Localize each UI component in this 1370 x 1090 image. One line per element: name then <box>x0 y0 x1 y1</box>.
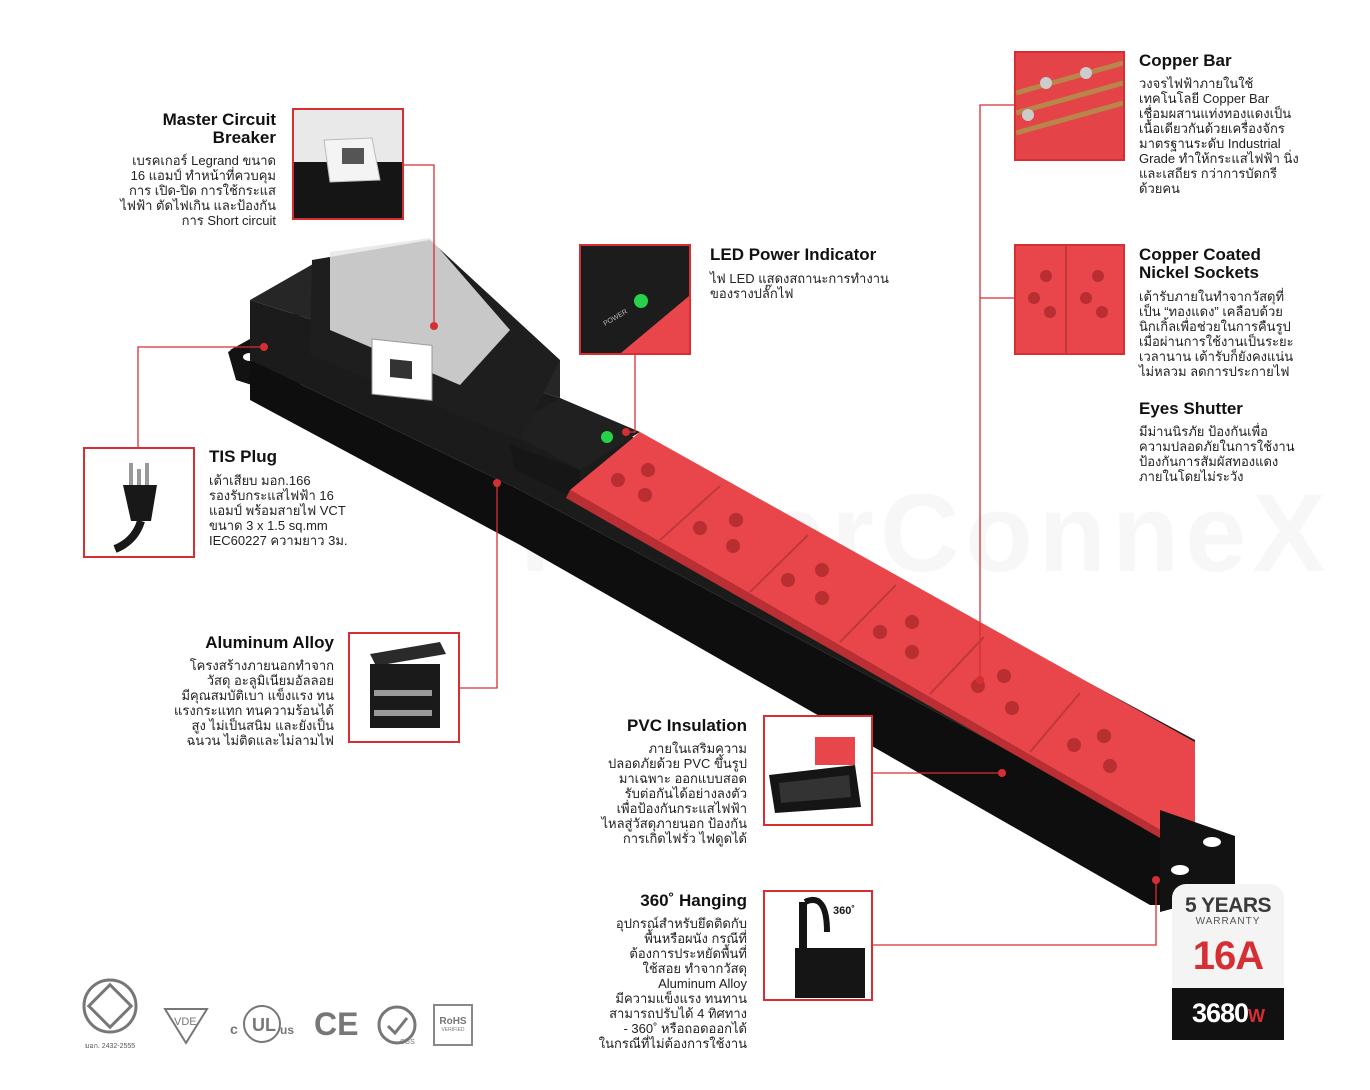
led-indicator <box>601 431 613 443</box>
leader-dots <box>260 322 1160 884</box>
ul-cert: UL c us <box>228 1002 298 1046</box>
led-desc: ไฟ LED แสดงสถานะการทำงาน ของรางปลั๊กไฟ <box>710 271 889 301</box>
ul-us-text: us <box>280 1023 294 1037</box>
ul-c-text: c <box>230 1021 238 1037</box>
amp-rating: 16A <box>1192 934 1264 978</box>
watt-value: 3680 <box>1191 998 1249 1028</box>
sockets-title: Copper Coated Nickel Sockets <box>1139 245 1261 282</box>
tis-plug-title: TIS Plug <box>209 447 277 466</box>
ul-cert-icon: UL c us <box>230 1005 294 1043</box>
aluminum-title: Aluminum Alloy <box>205 633 334 652</box>
copper-bar-title: Copper Bar <box>1139 51 1232 70</box>
aluminum-desc: โครงสร้างภายนอกทำจาก วัสดุ อะลูมิเนียมอั… <box>174 658 334 748</box>
led-photo: POWER <box>603 294 689 353</box>
tis-plug-inset <box>83 447 195 558</box>
breaker-housing <box>310 238 560 440</box>
led-title: LED Power Indicator <box>710 245 877 264</box>
ce-cert: CE <box>314 1006 359 1042</box>
led-inset: POWER <box>579 244 691 355</box>
master-breaker-desc: เบรคเกอร์ Legrand ขนาด 16 แอมป์ ทำหน้าที… <box>120 153 276 228</box>
tis-cert-code: มอก. 2432-2555 <box>84 1043 136 1050</box>
socket-separators <box>659 485 1081 753</box>
hanging-desc: อุปกรณ์สำหรับยึดติดกับ พื้นหรือผนัง กรณี… <box>598 916 747 1051</box>
power-label: POWER <box>603 308 629 327</box>
pvc-photo <box>769 737 861 813</box>
pvc-inset <box>763 715 873 826</box>
master-breaker-title: Master Circuit Breaker <box>162 110 276 147</box>
warranty-label: WARRANTY <box>1195 916 1261 927</box>
shutter-desc: มีม่านนิรภัย ป้องกันเพื่อ ความปลอดภัยในก… <box>1139 424 1295 484</box>
rohs-sub-text: VERIFIED <box>441 1027 465 1033</box>
rohs-cert: RoHS VERIFIED <box>433 1004 473 1046</box>
hanging-title: 360˚ Hanging <box>640 891 747 910</box>
sockets-photo <box>1028 246 1108 353</box>
vde-cert-icon: VDE <box>163 1008 209 1045</box>
pvc-title: PVC Insulation <box>627 716 747 735</box>
sockets-inset <box>1014 244 1125 355</box>
aluminum-inset <box>348 632 460 743</box>
pvc-desc: ภายในเสริมความ ปลอดภัยด้วย PVC ขึ้นรูป ม… <box>601 741 747 846</box>
shutter-title: Eyes Shutter <box>1139 399 1243 418</box>
hanging-photo: 360˚ <box>795 897 865 998</box>
outlet-holes <box>611 463 1117 773</box>
plug-photo <box>113 463 157 553</box>
hanging-badge-label: 360˚ <box>833 905 855 917</box>
tis-cert-icon <box>82 978 138 1034</box>
vde-cert: VDE <box>163 1005 209 1045</box>
watt-unit: W <box>1248 1006 1265 1026</box>
tis-cert: มอก. 2432-2555 <box>80 976 140 1050</box>
breaker-inset <box>292 108 404 220</box>
watt-rating: 3680W <box>1172 998 1284 1029</box>
warranty-years: 5 YEARS <box>1185 894 1272 917</box>
control-panel <box>505 398 640 500</box>
sgs-text: SGS <box>400 1039 415 1046</box>
hanging-inset: 360˚ <box>763 890 873 1001</box>
rohs-text: RoHS <box>439 1016 467 1027</box>
warranty-badge: 5 YEARS WARRANTY 16A 3680W <box>1172 884 1284 1040</box>
copper-bar-inset <box>1014 51 1125 161</box>
copper-bar-desc: วงจรไฟฟ้าภายในใช้ เทคโนโลยี Copper Bar เ… <box>1139 76 1299 196</box>
ul-text: UL <box>252 1015 276 1035</box>
sgs-cert: SGS <box>376 1004 418 1046</box>
breaker-photo <box>294 137 402 218</box>
sockets-desc: เต้ารับภายในทำจากวัสดุที่ เป็น “ทองแดง” … <box>1139 289 1294 379</box>
copper-bar-photo <box>1016 60 1123 136</box>
tis-plug-desc: เต้าเสียบ มอก.166 รองรับกระแสไฟฟ้า 16 แอ… <box>209 473 348 548</box>
socket-face <box>566 432 1195 858</box>
vde-text: VDE <box>174 1016 197 1028</box>
aluminum-profile-photo <box>370 642 446 728</box>
sgs-cert-icon: SGS <box>377 1005 417 1046</box>
